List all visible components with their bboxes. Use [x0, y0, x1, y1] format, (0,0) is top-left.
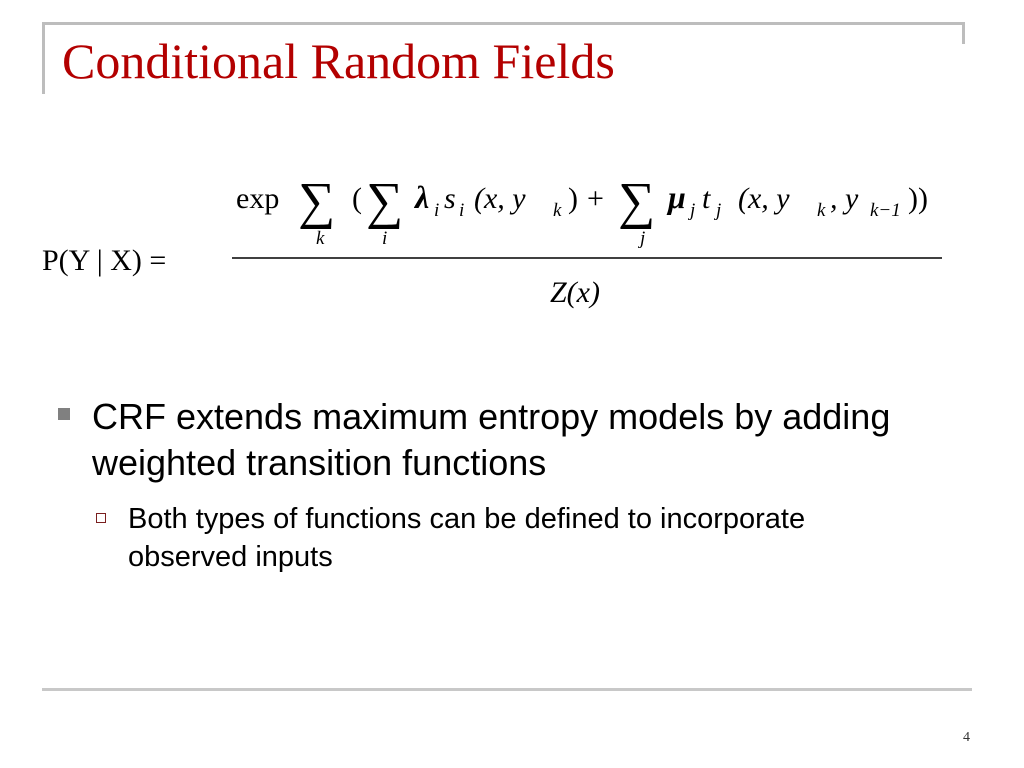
equation-exp: exp	[236, 182, 279, 215]
crf-equation: P(Y | X) = exp ∑ k ( ∑ i λ i s i (x, y k…	[42, 173, 942, 309]
t-term: t	[702, 182, 711, 215]
sub-bullet-text: Both types of functions can be defined t…	[128, 503, 806, 573]
equation-denominator: Z(x)	[550, 276, 600, 309]
lambda-sub-i: i	[434, 200, 439, 221]
mu-symbol: μ	[666, 179, 686, 215]
square-bullet-icon	[58, 408, 70, 420]
open-paren: (	[352, 182, 362, 215]
page-number: 4	[963, 730, 970, 745]
mu-sub-j: j	[687, 200, 695, 221]
sum-symbol-i: ∑	[366, 173, 403, 230]
t-sub-j: j	[713, 200, 721, 221]
slide-title: Conditional Random Fields	[62, 33, 615, 89]
sum-index-j: j	[637, 228, 645, 249]
args-second-sub-k-minus-1: k−1	[870, 200, 901, 221]
args-first: (x, y	[474, 182, 526, 215]
sum-symbol-j: ∑	[618, 173, 655, 230]
args-second-mid: , y	[830, 182, 859, 215]
footer-divider	[42, 688, 972, 691]
hollow-square-bullet-icon	[96, 513, 106, 523]
bullet-text: CRF extends maximum entropy models by ad…	[92, 396, 891, 483]
args-second-sub-k: k	[817, 200, 826, 221]
s-sub-i: i	[459, 200, 464, 221]
sum-symbol-k: ∑	[298, 173, 335, 230]
args-second: (x, y	[738, 182, 790, 215]
s-term: s	[444, 182, 456, 215]
args-first-sub-k: k	[553, 200, 562, 221]
sum-index-k: k	[316, 228, 325, 249]
equation-lhs: P(Y | X) =	[42, 244, 166, 277]
sum-index-i: i	[382, 228, 387, 249]
lambda-symbol: λ	[413, 179, 429, 215]
close-parens: ))	[908, 182, 928, 215]
frame-right-tick	[962, 22, 965, 44]
frame-top-line	[42, 22, 964, 25]
args-first-close: )	[568, 182, 578, 215]
frame-left-line	[42, 22, 45, 94]
plus-sign: +	[587, 182, 604, 215]
